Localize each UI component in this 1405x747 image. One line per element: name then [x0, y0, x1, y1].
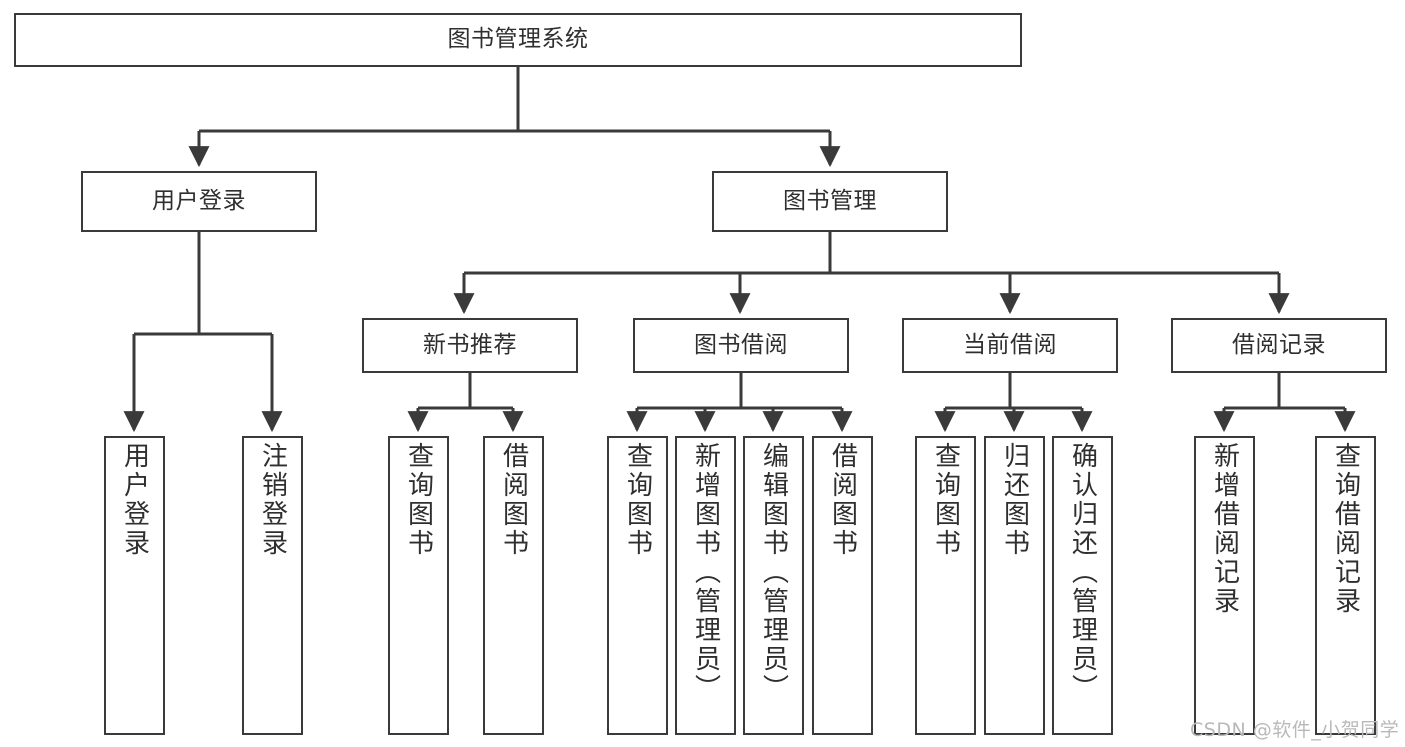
- node-leaf-query-book-1-label: 查询图书: [403, 442, 434, 558]
- node-leaf-query-record-label: 查询借阅记录: [1330, 442, 1361, 616]
- node-leaf-user-login[interactable]: 用户登录: [104, 436, 165, 735]
- node-leaf-add-record[interactable]: 新增借阅记录: [1194, 436, 1255, 735]
- node-new-book-recommend-label: 新书推荐: [423, 331, 517, 358]
- node-leaf-borrow-book-1[interactable]: 借阅图书: [483, 436, 544, 735]
- node-new-book-recommend[interactable]: 新书推荐: [362, 318, 578, 373]
- node-leaf-query-record[interactable]: 查询借阅记录: [1315, 436, 1376, 735]
- node-leaf-borrow-book-1-label: 借阅图书: [498, 442, 529, 558]
- node-leaf-query-book-2[interactable]: 查询图书: [607, 436, 668, 735]
- node-root-label: 图书管理系统: [447, 26, 589, 53]
- node-leaf-borrow-book-2-label: 借阅图书: [827, 442, 858, 558]
- node-book-manage-label: 图书管理: [783, 187, 877, 214]
- node-leaf-return-book[interactable]: 归还图书: [984, 436, 1045, 735]
- node-leaf-logout-label: 注销登录: [257, 442, 288, 558]
- node-user-login[interactable]: 用户登录: [81, 171, 317, 232]
- node-borrow-record[interactable]: 借阅记录: [1171, 318, 1387, 373]
- node-book-manage[interactable]: 图书管理: [712, 171, 948, 232]
- node-current-borrow-label: 当前借阅: [963, 331, 1057, 358]
- node-leaf-borrow-book-2[interactable]: 借阅图书: [812, 436, 873, 735]
- node-leaf-query-book-3-label: 查询图书: [930, 442, 961, 558]
- node-leaf-add-record-label: 新增借阅记录: [1209, 442, 1240, 616]
- node-user-login-label: 用户登录: [152, 187, 246, 214]
- node-leaf-add-book[interactable]: 新增图书（管理员）: [675, 436, 736, 735]
- node-leaf-user-login-label: 用户登录: [119, 442, 150, 558]
- node-leaf-logout[interactable]: 注销登录: [242, 436, 303, 735]
- node-leaf-query-book-1[interactable]: 查询图书: [388, 436, 449, 735]
- node-leaf-confirm-return[interactable]: 确认归还（管理员）: [1052, 436, 1113, 735]
- node-leaf-query-book-2-label: 查询图书: [622, 442, 653, 558]
- node-current-borrow[interactable]: 当前借阅: [902, 318, 1118, 373]
- node-leaf-query-book-3[interactable]: 查询图书: [915, 436, 976, 735]
- node-leaf-confirm-return-label: 确认归还（管理员）: [1067, 442, 1098, 703]
- node-book-borrow-label: 图书借阅: [694, 331, 788, 358]
- node-borrow-record-label: 借阅记录: [1232, 331, 1326, 358]
- csdn-watermark: CSDN @软件_小贺同学: [1190, 719, 1400, 741]
- node-book-borrow[interactable]: 图书借阅: [633, 318, 849, 373]
- node-leaf-edit-book[interactable]: 编辑图书（管理员）: [743, 436, 804, 735]
- node-leaf-edit-book-label: 编辑图书（管理员）: [758, 442, 789, 703]
- node-root[interactable]: 图书管理系统: [14, 13, 1022, 67]
- node-leaf-add-book-label: 新增图书（管理员）: [690, 442, 721, 703]
- node-leaf-return-book-label: 归还图书: [999, 442, 1030, 558]
